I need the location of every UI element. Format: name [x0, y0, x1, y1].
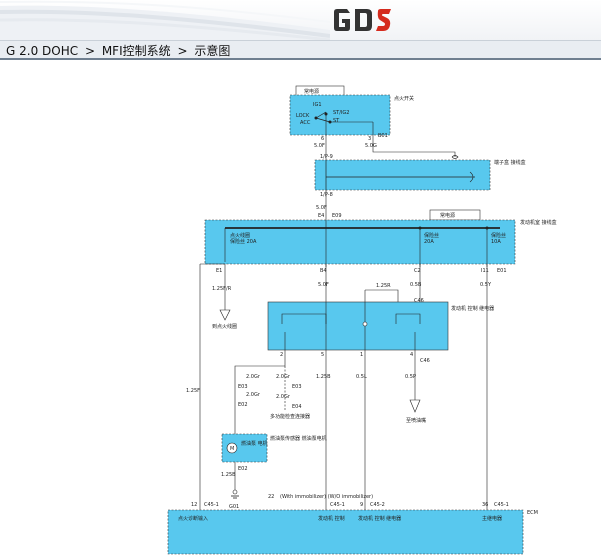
ecm-pin-12-label: 点火诊断输入 [178, 515, 208, 522]
fuse-3-name: 保险丝 [491, 232, 506, 239]
junction-box: 1/P-9 端子盒 接线盒 1/P-8 5.0F E4 E09 [314, 144, 526, 220]
wire-2-0gr-1: 2.0Gr [246, 374, 261, 380]
wire-0-5p: 0.5P [405, 374, 416, 380]
wire-2-0gr-3: 2.0Gr [246, 392, 261, 398]
wire-0-5y-right: 0.5Y [480, 282, 492, 288]
fuse-2-value: 20A [424, 239, 434, 245]
multi-check-connector-label: 多功能检查连接器 [270, 413, 310, 420]
relay-label: 发动机 控制 继电器 [451, 305, 494, 312]
wire-2-0gr-2: 2.0Gr [276, 374, 291, 380]
fuel-pump-branch: 2.0Gr 2.0Gr E03 E03 2.0Gr 2.0Gr E04 多功能检… [221, 350, 327, 510]
ecm-pin-36-code: C45-1 [494, 502, 509, 508]
ecm-pin-22-code: C45-1 [330, 502, 345, 508]
app-header [0, 0, 601, 40]
fuse-1-value: 保险丝 20A [230, 238, 257, 245]
engine-control-relay-box: 5.0F 0.5B 0.5Y 1.25R 发动机 控制 继电器 C46 2 5 … [267, 264, 494, 510]
engine-box-title: 常电源 [440, 212, 455, 219]
pin-ig1-label: IG1 [313, 102, 322, 108]
wiring-diagram: 常电源 点火开关 LOCK ACC IG1 ST/IG2 ST 6 3 B01 … [167, 85, 557, 555]
breadcrumb-item-system[interactable]: MFI控制系统 [101, 44, 171, 58]
motor-symbol: M [230, 446, 234, 452]
fuse-3-value: 10A [491, 239, 501, 245]
ecm-pin-9-code: C45-2 [370, 502, 385, 508]
injector-branch: 0.5P 至喷油嘴 C46 1.25B 0.5L [316, 350, 430, 510]
breadcrumb-item-schematic[interactable]: 示意图 [194, 44, 231, 58]
ecm-main-label: 发动机 控制 [318, 515, 345, 522]
ignition-switch-box: 常电源 点火开关 LOCK ACC IG1 ST/IG2 ST 6 3 B01 … [289, 85, 459, 159]
engine-box-label: 发动机室 接线盒 [520, 219, 557, 226]
connector-e02-a: E02 [238, 402, 248, 408]
wire-0-5b-relay: 0.5B [410, 282, 422, 288]
wire-0-5l: 0.5L [356, 374, 367, 380]
breadcrumb-item-engine[interactable]: G 2.0 DOHC [6, 44, 79, 58]
wire-5-0f-mid: 5.0F [316, 205, 327, 211]
connector-e03-a: E03 [292, 384, 302, 390]
fuel-pump-block-label: 燃油泵 电机 [241, 440, 268, 447]
relay-pin-2: 2 [280, 352, 283, 358]
relay-pin-5: 5 [321, 352, 324, 358]
ecm-pin-36: 36 [482, 502, 488, 508]
relay-connector-c46: C46 [414, 298, 424, 304]
wire-code-b01: B01 [378, 133, 388, 139]
pin-st-label: ST [333, 118, 340, 124]
header-swoosh-graphic [0, 0, 330, 40]
wire-1-25fr: 1.25F/R [212, 286, 232, 292]
connector-b4: B4 [320, 268, 327, 274]
breadcrumb: G 2.0 DOHC > MFI控制系统 > 示意图 [0, 40, 601, 60]
junction-label: 端子盒 接线盒 [494, 159, 526, 166]
relay-pin-4: 4 [410, 352, 413, 358]
connector-i11: I11 [481, 268, 489, 274]
ignition-coil-label: 到点火线圈 [212, 323, 237, 330]
ecm-pin-12: 12 [191, 502, 197, 508]
wire-1-25f: 1.25F [186, 388, 200, 394]
connector-c46-b: C46 [420, 358, 430, 364]
ground-g01: G01 [229, 504, 239, 510]
fuel-pump-sensor-label: 燃油泵传感器 燃油泵电机 [270, 435, 327, 442]
connector-c2: C2 [414, 268, 421, 274]
ecm-pin-12-code: C45-1 [204, 502, 219, 508]
relay-pin-1: 1 [360, 352, 363, 358]
fuse-1-name: 点火线圈 [230, 232, 250, 239]
junction-pin-bottom: 1/P-8 [320, 192, 333, 198]
junction-pin-top: 1/P-9 [320, 154, 333, 160]
breadcrumb-separator: > [177, 44, 188, 58]
wire-5-0f-relay: 5.0F [318, 282, 329, 288]
ecm-box: ECM 12 C45-1 点火诊断输入 22 (With immobilizer… [167, 494, 538, 555]
ignition-switch-label: 点火开关 [394, 95, 414, 102]
wire-5-0f-top: 5.0F [314, 143, 325, 149]
ecm-pin-22-label: (With immobilizer) (W/O immobilizer) [280, 494, 373, 500]
wire-2-0gr-4: 2.0Gr [276, 394, 291, 400]
ecm-pin-9-label: 发动机 控制 继电器 [358, 515, 401, 522]
breadcrumb-separator: > [84, 44, 95, 58]
pin-6-label: 6 [321, 136, 324, 142]
connector-e03-b: E03 [238, 384, 248, 390]
pin-lock-label: LOCK [296, 113, 310, 119]
connector-e01: E01 [497, 268, 507, 274]
pin-acc-label: ACC [300, 120, 311, 126]
pin-stig2-label: ST/IG2 [333, 110, 349, 116]
wire-1-25b-ecm: 1.25B [316, 374, 331, 380]
connector-e04: E04 [292, 404, 302, 410]
ecm-label: ECM [527, 510, 538, 516]
connector-e4: E4 [318, 213, 324, 219]
ecm-pin-36-label: 主继电器 [482, 515, 502, 522]
connector-e1: E1 [216, 268, 222, 274]
top-box-title: 常电源 [304, 88, 319, 95]
pin-3-label: 3 [368, 136, 371, 142]
fuse-2-name: 保险丝 [424, 232, 439, 239]
ecm-pin-22: 22 [268, 494, 274, 500]
ecm-pin-9: 9 [360, 502, 363, 508]
wire-5-0g-top: 5.0G [365, 143, 377, 149]
gds-logo [333, 5, 423, 35]
left-branch: 1.25F/R 到点火线圈 1.25F [186, 263, 237, 510]
wire-1-25b: 1.25B [221, 472, 236, 478]
engine-room-junction-box: 常电源 发动机室 接线盒 点火线圈 保险丝 20A 保险丝 20A 保险丝 10… [204, 209, 557, 274]
wire-1-25r: 1.25R [376, 283, 391, 289]
connector-e09: E09 [332, 213, 342, 219]
injector-label: 至喷油嘴 [406, 417, 426, 424]
connector-e02-b: E02 [238, 466, 248, 472]
